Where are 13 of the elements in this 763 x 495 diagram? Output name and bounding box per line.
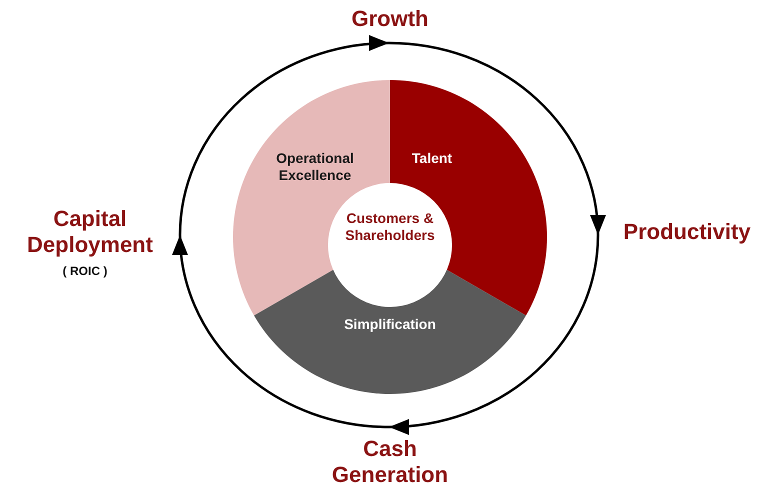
segment-label: Operational Excellence bbox=[275, 150, 355, 184]
cash-generation-label: Cash Generation bbox=[330, 436, 450, 489]
center-label: Customers & Shareholders bbox=[345, 210, 435, 244]
segment-label: Talent bbox=[410, 150, 454, 167]
arrow bbox=[388, 42, 605, 236]
capital-deployment-label: Capital Deployment bbox=[26, 206, 154, 259]
arrow bbox=[388, 234, 600, 434]
roic-note: ( ROIC ) bbox=[62, 264, 108, 278]
arrow bbox=[178, 36, 390, 236]
segment-label: Simplification bbox=[343, 316, 437, 333]
arrow bbox=[173, 234, 390, 428]
growth-label: Growth bbox=[350, 6, 430, 32]
productivity-label: Productivity bbox=[622, 219, 752, 246]
